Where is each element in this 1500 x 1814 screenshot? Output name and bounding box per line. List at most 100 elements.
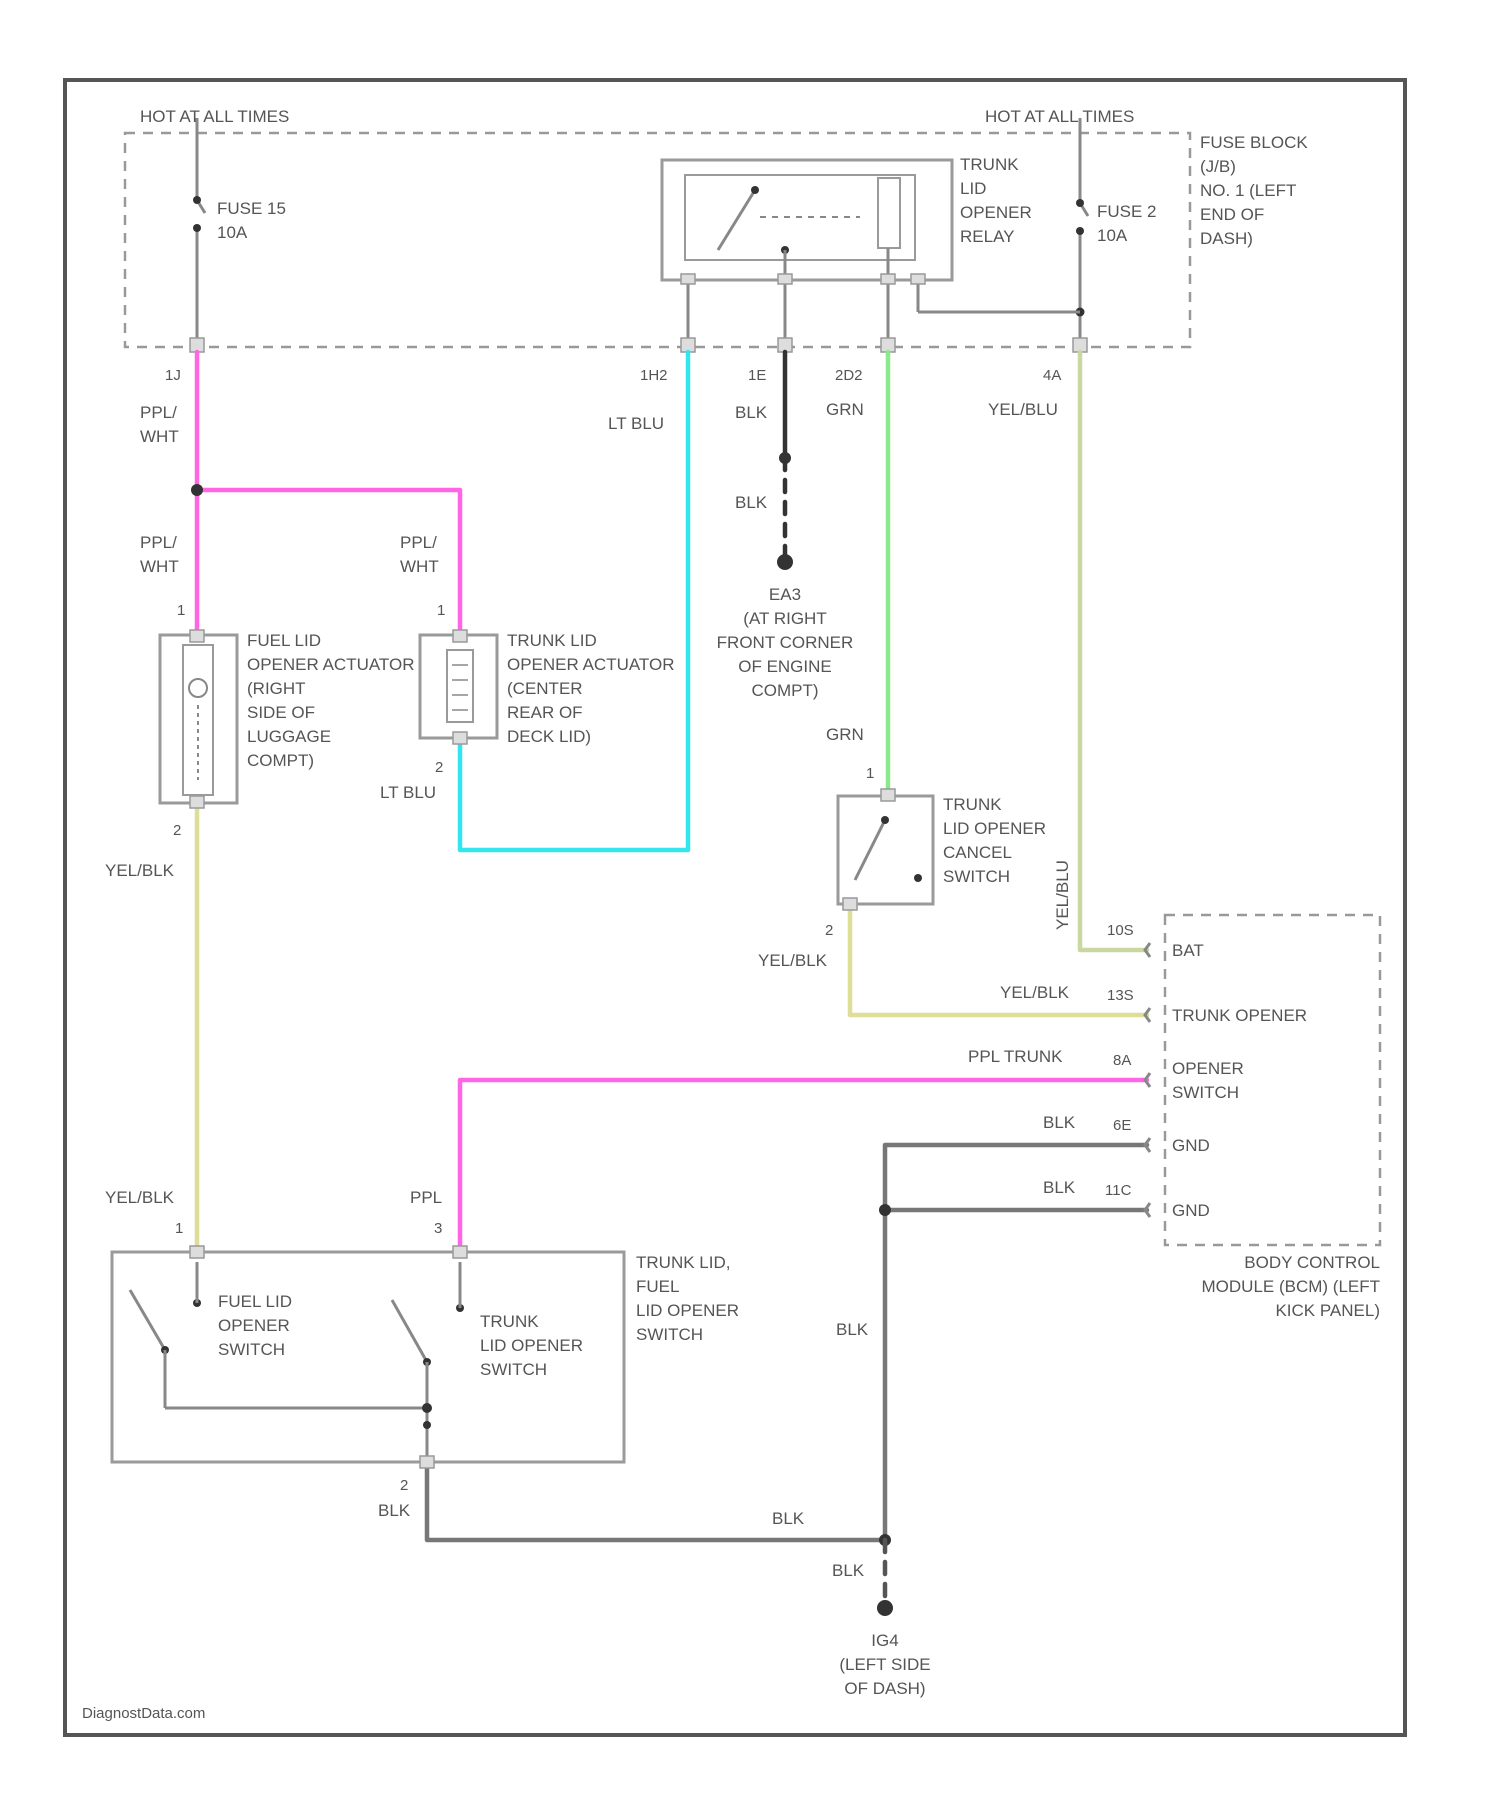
svg-text:1: 1 xyxy=(866,765,874,782)
svg-text:IG4: IG4 xyxy=(871,1631,898,1650)
ground-ea3-symbol xyxy=(777,554,793,570)
hot-at-all-times-left: HOT AT ALL TIMES xyxy=(140,107,289,126)
svg-text:2D2: 2D2 xyxy=(835,367,863,384)
wire-labels: PPL/ WHT PPL/ WHT PPL/ WHT LT BLU LT BLU… xyxy=(105,400,1076,1580)
fuse-2: FUSE 2 10A xyxy=(1076,118,1157,345)
splice-blk-relay xyxy=(779,452,791,464)
svg-text:FUSE 15: FUSE 15 xyxy=(217,199,286,218)
svg-text:SWITCH: SWITCH xyxy=(480,1360,547,1379)
svg-text:PPL TRUNK: PPL TRUNK xyxy=(968,1047,1063,1066)
svg-text:(AT RIGHT: (AT RIGHT xyxy=(743,609,826,628)
svg-text:(RIGHT: (RIGHT xyxy=(247,679,306,698)
svg-text:TRUNK: TRUNK xyxy=(943,795,1002,814)
wire-blk-gnd1 xyxy=(885,1145,1147,1540)
bcm-pin-trunk-opener: TRUNK OPENER xyxy=(1172,1006,1307,1025)
body-control-module: BAT TRUNK OPENER OPENER SWITCH GND GND xyxy=(1145,915,1380,1245)
svg-text:1: 1 xyxy=(177,602,185,619)
svg-text:FUEL: FUEL xyxy=(636,1277,679,1296)
svg-text:YEL/BLU: YEL/BLU xyxy=(1053,860,1072,930)
svg-text:TRUNK LID: TRUNK LID xyxy=(507,631,597,650)
trunk-actuator-label: TRUNK LID OPENER ACTUATOR (CENTER REAR O… xyxy=(507,631,675,746)
svg-text:BLK: BLK xyxy=(1043,1178,1076,1197)
svg-text:1E: 1E xyxy=(748,367,766,384)
svg-text:YEL/BLK: YEL/BLK xyxy=(758,951,828,970)
diagram-frame xyxy=(65,80,1405,1735)
svg-text:KICK PANEL): KICK PANEL) xyxy=(1275,1301,1380,1320)
svg-text:TRUNK: TRUNK xyxy=(480,1312,539,1331)
svg-text:2: 2 xyxy=(435,759,443,776)
svg-text:6E: 6E xyxy=(1113,1117,1131,1134)
splice-gnd-bcm xyxy=(879,1204,891,1216)
svg-text:1: 1 xyxy=(437,602,445,619)
splice-ppl-wht xyxy=(191,484,203,496)
svg-text:DECK LID): DECK LID) xyxy=(507,727,591,746)
svg-text:OF ENGINE: OF ENGINE xyxy=(738,657,832,676)
svg-text:FUEL LID: FUEL LID xyxy=(247,631,321,650)
bcm-pin-opener: OPENER xyxy=(1172,1059,1244,1078)
wire-blk-switch xyxy=(427,1464,885,1540)
svg-text:BLK: BLK xyxy=(836,1320,869,1339)
svg-text:BLK: BLK xyxy=(378,1501,411,1520)
svg-text:FUSE 2: FUSE 2 xyxy=(1097,202,1157,221)
svg-text:10A: 10A xyxy=(217,223,248,242)
bcm-label: BODY CONTROL MODULE (BCM) (LEFT KICK PAN… xyxy=(1202,1253,1381,1320)
ground-ig4-label: IG4 (LEFT SIDE OF DASH) xyxy=(839,1631,930,1698)
svg-text:BLK: BLK xyxy=(735,493,768,512)
svg-text:MODULE (BCM) (LEFT: MODULE (BCM) (LEFT xyxy=(1202,1277,1381,1296)
svg-text:PPL/: PPL/ xyxy=(140,533,177,552)
svg-text:BLK: BLK xyxy=(832,1561,865,1580)
svg-text:YEL/BLK: YEL/BLK xyxy=(1000,983,1070,1002)
svg-text:LID OPENER: LID OPENER xyxy=(636,1301,739,1320)
svg-text:8A: 8A xyxy=(1113,1052,1131,1069)
svg-text:YEL/BLK: YEL/BLK xyxy=(105,861,175,880)
svg-text:3: 3 xyxy=(434,1220,442,1237)
fuel-lid-opener-actuator xyxy=(160,630,237,808)
svg-text:PPL: PPL xyxy=(410,1188,442,1207)
fuse-15: FUSE 15 10A xyxy=(193,118,286,345)
bcm-pin-switch: SWITCH xyxy=(1172,1083,1239,1102)
svg-text:OPENER: OPENER xyxy=(960,203,1032,222)
svg-text:WHT: WHT xyxy=(140,427,179,446)
svg-text:(J/B): (J/B) xyxy=(1200,157,1236,176)
trunk-fuel-lid-opener-switch xyxy=(112,1246,624,1468)
cancel-switch-label: TRUNK LID OPENER CANCEL SWITCH xyxy=(943,795,1046,886)
svg-text:SWITCH: SWITCH xyxy=(636,1325,703,1344)
trunk-switch-label: TRUNK LID OPENER SWITCH xyxy=(480,1312,583,1379)
fuse-block-outline xyxy=(125,133,1190,347)
svg-text:FUSE BLOCK: FUSE BLOCK xyxy=(1200,133,1308,152)
svg-text:YEL/BLU: YEL/BLU xyxy=(988,400,1058,419)
svg-text:10A: 10A xyxy=(1097,226,1128,245)
svg-text:2: 2 xyxy=(825,922,833,939)
svg-text:LT BLU: LT BLU xyxy=(380,783,436,802)
ground-ea3-label: EA3 (AT RIGHT FRONT CORNER OF ENGINE COM… xyxy=(717,585,854,700)
svg-text:WHT: WHT xyxy=(140,557,179,576)
svg-text:REAR OF: REAR OF xyxy=(507,703,583,722)
svg-text:BLK: BLK xyxy=(1043,1113,1076,1132)
wire-yel-blk-cancel xyxy=(850,906,1147,1015)
ground-ig4-symbol xyxy=(877,1600,893,1616)
trunk-lid-opener-cancel-switch xyxy=(838,789,933,910)
svg-text:LID OPENER: LID OPENER xyxy=(943,819,1046,838)
bcm-pin-gnd-2: GND xyxy=(1172,1201,1210,1220)
watermark: DiagnostData.com xyxy=(82,1705,205,1722)
svg-text:2: 2 xyxy=(400,1477,408,1494)
svg-text:SWITCH: SWITCH xyxy=(943,867,1010,886)
svg-text:(LEFT SIDE: (LEFT SIDE xyxy=(839,1655,930,1674)
svg-text:2: 2 xyxy=(173,822,181,839)
svg-text:LID OPENER: LID OPENER xyxy=(480,1336,583,1355)
fuel-actuator-label: FUEL LID OPENER ACTUATOR (RIGHT SIDE OF … xyxy=(247,631,415,770)
hot-at-all-times-right: HOT AT ALL TIMES xyxy=(985,107,1134,126)
svg-text:NO. 1 (LEFT: NO. 1 (LEFT xyxy=(1200,181,1296,200)
svg-text:1: 1 xyxy=(175,1220,183,1237)
svg-text:PPL/: PPL/ xyxy=(400,533,437,552)
svg-text:COMPT): COMPT) xyxy=(751,681,818,700)
bcm-pin-gnd-1: GND xyxy=(1172,1136,1210,1155)
svg-text:DASH): DASH) xyxy=(1200,229,1253,248)
svg-text:(CENTER: (CENTER xyxy=(507,679,583,698)
svg-text:LUGGAGE: LUGGAGE xyxy=(247,727,331,746)
wire-ppl-trunk xyxy=(460,1080,1147,1250)
svg-text:RELAY: RELAY xyxy=(960,227,1015,246)
main-switch-label: TRUNK LID, FUEL LID OPENER SWITCH xyxy=(636,1253,739,1344)
svg-text:LID: LID xyxy=(960,179,986,198)
